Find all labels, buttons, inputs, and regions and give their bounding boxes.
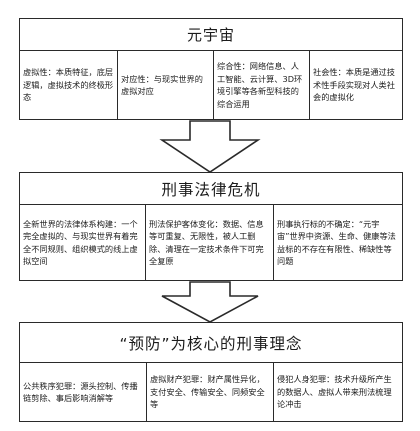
metaverse-block: 元宇宙 虚拟性：本质特征，底层逻辑，虚拟技术的终极形态 对应性：与现实世界的虚拟…	[19, 18, 403, 120]
virtual-property-crime-cell: 虚拟财产犯罪：财产属性异化，支付安全、传输安全、同频安全等	[147, 363, 274, 421]
prevention-concept-block: “预防”为核心的刑事理念 公共秩序犯罪：源头控制、传播链剪除、事后影响消解等 虚…	[19, 322, 403, 422]
crisis-title: 刑事法律危机	[20, 173, 402, 205]
prevention-title: “预防”为核心的刑事理念	[20, 323, 402, 363]
comprehensiveness-cell: 综合性：网络信息、人工智能、云计算、3D环境引擎等各新型科技的综合运用	[214, 51, 310, 119]
personal-crime-cell: 侵犯人身犯罪：技术升级所产生的数据人、虚拟人带来刑法梳理论冲击	[277, 374, 392, 410]
protected-object-cell: 刑法保护客体变化：数据、信息等可重复、无限性，被人工删除、清理在一定技术条件下可…	[146, 205, 274, 280]
enforcement-target-cell: 刑事执行标的不确定：“元宇宙”世界中资源、生命、健康等法益标的不存在有限性、稀缺…	[277, 218, 396, 267]
virtuality-cell: 虚拟性：本质特征，底层逻辑，虚拟技术的终极形态	[20, 51, 118, 119]
sociality-cell: 社会性：本质是通过技术性手段实现对人类社会的虚拟化	[313, 67, 395, 103]
metaverse-title: 元宇宙	[20, 19, 402, 51]
criminal-law-crisis-block: 刑事法律危机 全新世界的法律体系构建：一个完全虚拟的、与现实世界有着完全不同规则…	[19, 172, 403, 281]
public-order-crime-cell: 公共秩序犯罪：源头控制、传播链剪除、事后影响消解等	[20, 363, 147, 421]
legal-system-cell: 全新世界的法律体系构建：一个完全虚拟的、与现实世界有着完全不同规则、组织模式的线…	[20, 205, 146, 280]
correspondence-cell: 对应性：与现实世界的虚拟对应	[118, 51, 214, 119]
